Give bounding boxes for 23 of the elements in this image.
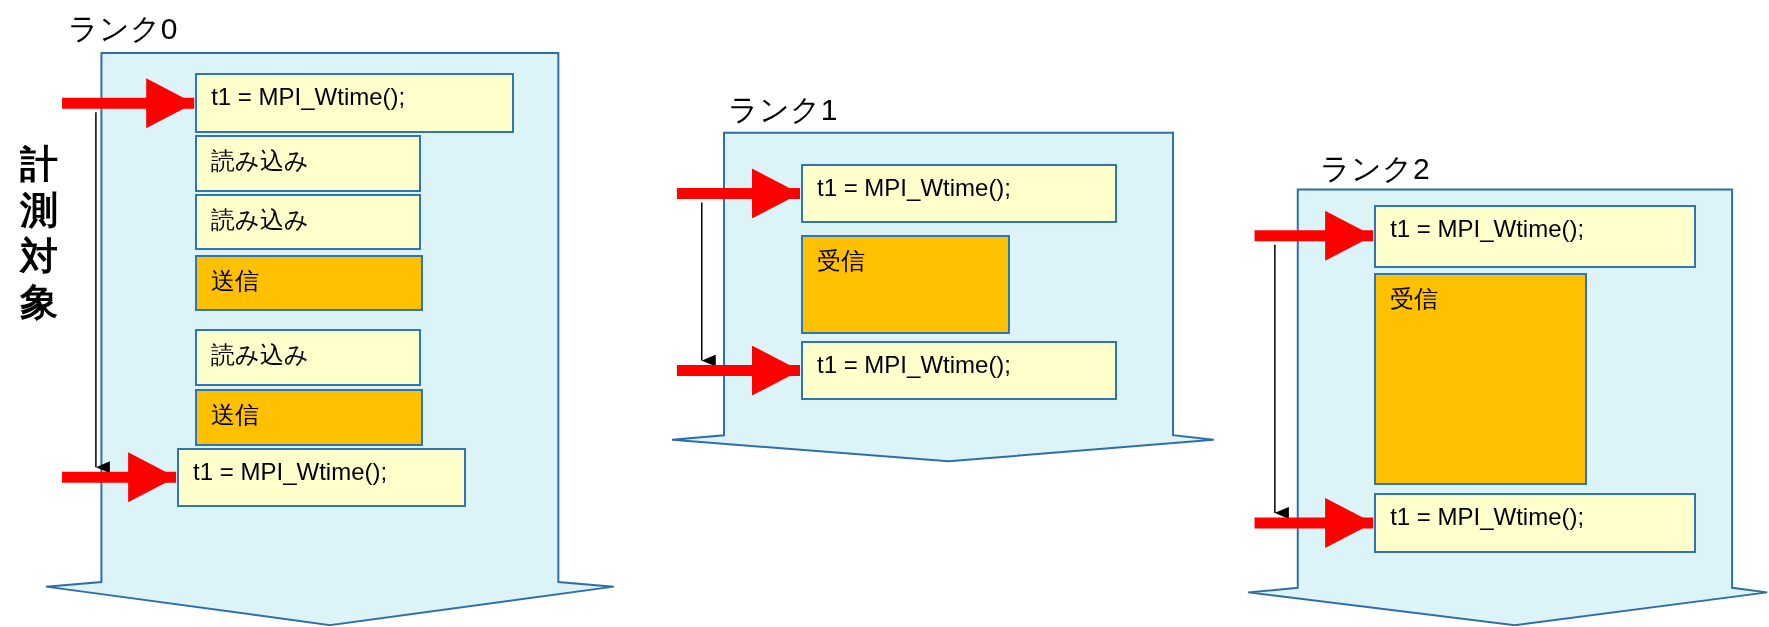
code-box: t1 = MPI_Wtime(); <box>1374 205 1696 269</box>
code-box: t1 = MPI_Wtime(); <box>177 447 466 507</box>
comm-box: 送信 <box>195 254 424 312</box>
code-box: 読み込み <box>195 194 421 251</box>
arrow <box>1254 497 1374 548</box>
arrow <box>62 452 177 503</box>
arrow <box>676 345 800 396</box>
code-box: t1 = MPI_Wtime(); <box>1374 493 1696 553</box>
code-box: t1 = MPI_Wtime(); <box>801 340 1117 401</box>
code-box: 読み込み <box>195 135 421 192</box>
arrow <box>62 78 195 129</box>
comm-box: 受信 <box>1374 273 1588 486</box>
code-box: t1 = MPI_Wtime(); <box>801 163 1117 224</box>
panel-heading: ランク1 <box>727 92 838 129</box>
arrow <box>676 168 800 219</box>
panel-heading: ランク0 <box>67 11 178 47</box>
vertical-label: 計測対象 <box>20 141 60 325</box>
arrow <box>1254 210 1374 261</box>
code-box: 読み込み <box>195 329 421 386</box>
panel-heading: ランク2 <box>1319 150 1430 187</box>
code-box: t1 = MPI_Wtime(); <box>195 73 515 134</box>
comm-box: 送信 <box>195 389 424 446</box>
comm-box: 受信 <box>801 234 1010 334</box>
